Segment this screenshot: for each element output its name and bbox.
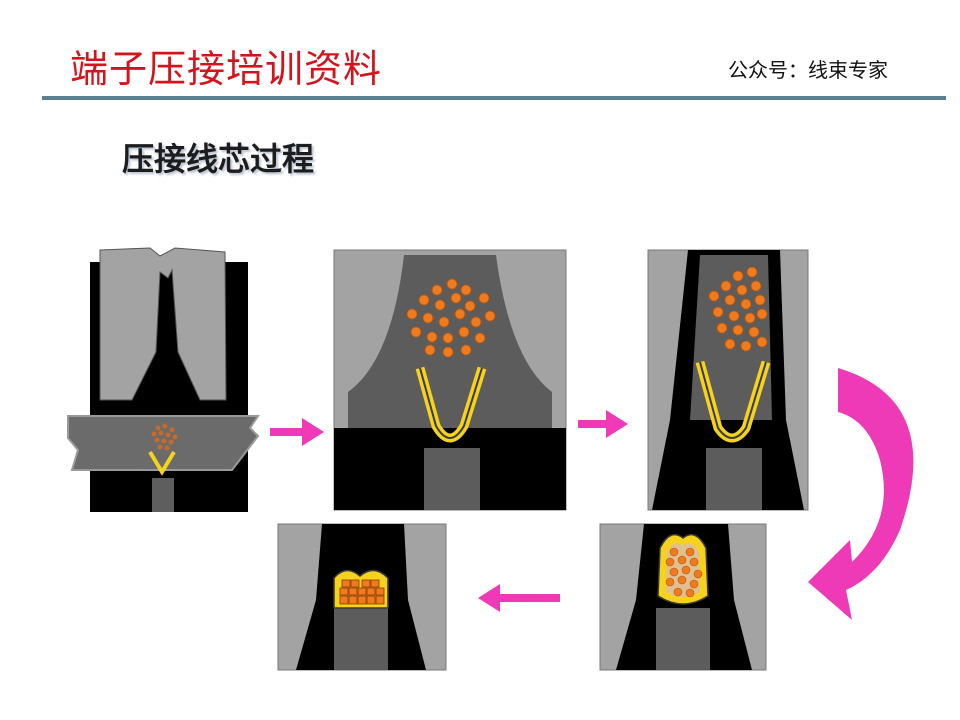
stage-4-fold	[599, 523, 767, 671]
arrow-right-1	[270, 418, 324, 446]
stage-3-press	[647, 249, 809, 511]
slide-subtitle: 压接线芯过程	[122, 140, 315, 178]
slide-header-title: 端子压接培训资料	[70, 47, 383, 91]
account-label: 公众号：线束专家	[728, 58, 888, 82]
curved-arrow	[808, 368, 914, 620]
header-divider	[42, 96, 946, 100]
arrow-left	[478, 584, 560, 612]
stage-5-compressed	[277, 523, 447, 671]
arrow-right-2	[578, 410, 628, 438]
stage-2-insert	[333, 249, 567, 511]
stage-1-overview	[67, 247, 260, 512]
